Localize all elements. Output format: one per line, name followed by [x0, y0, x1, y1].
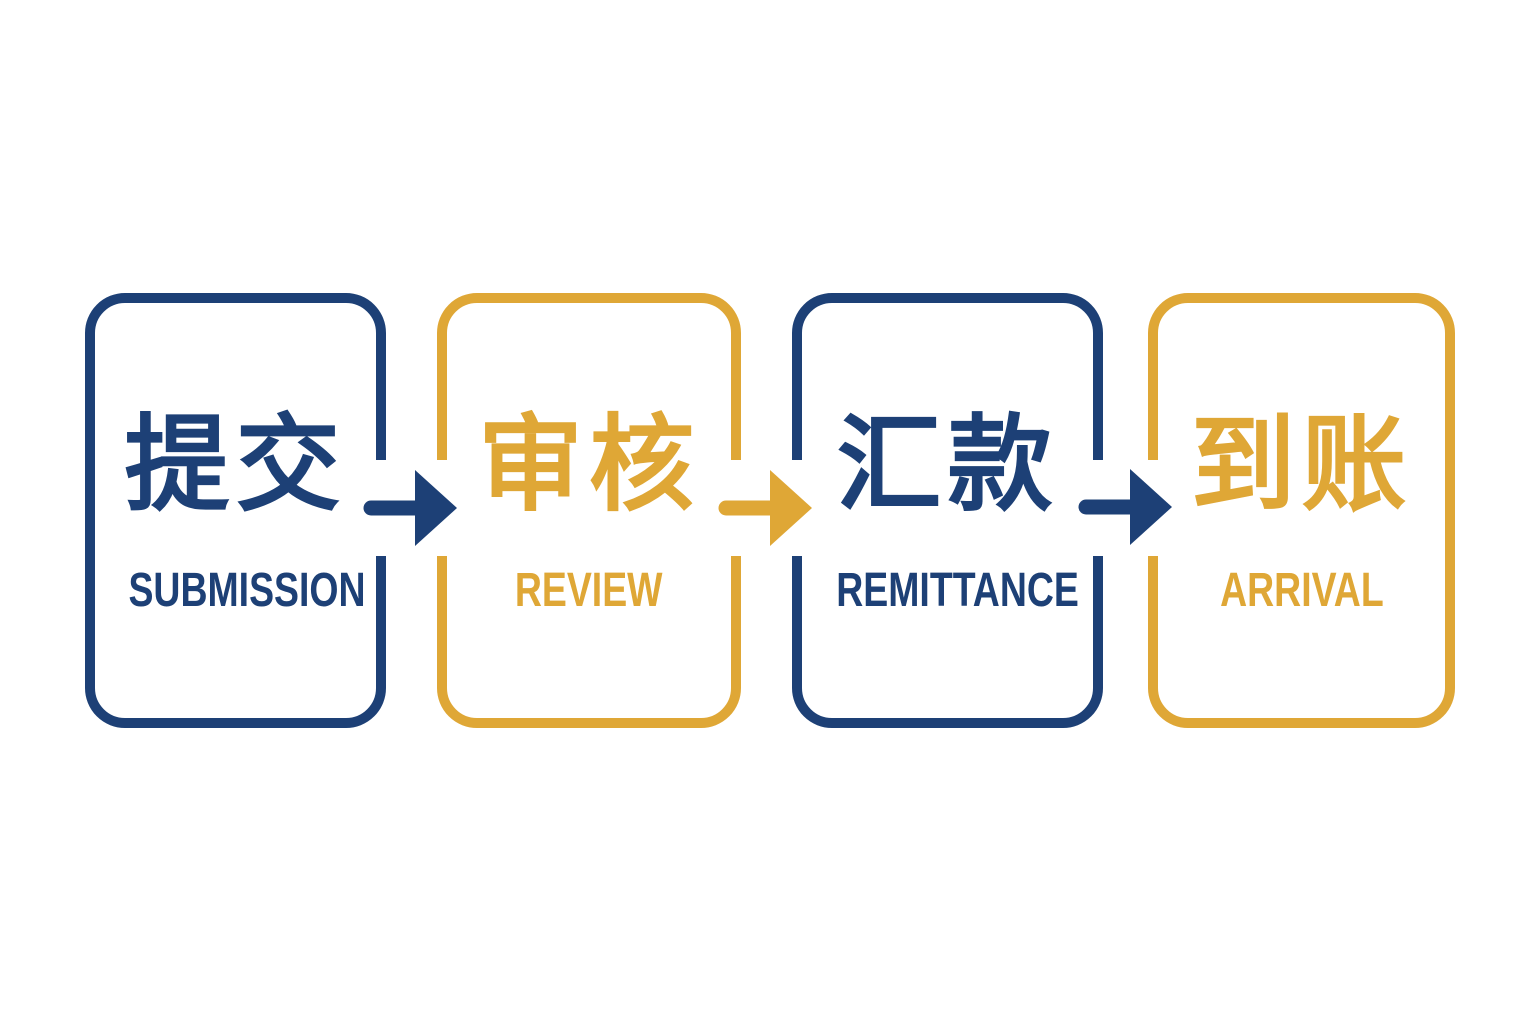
- step-title-zh-arrival: 到账: [1190, 407, 1413, 524]
- step-title-zh-review: 审核: [477, 407, 700, 524]
- border-gap-box3-left: [788, 460, 814, 556]
- step-title-en-arrival: ARRIVAL: [1158, 561, 1445, 621]
- step-box-arrival: 到账 ARRIVAL: [1148, 293, 1455, 728]
- step-title-en-review-text: REVIEW: [515, 564, 663, 617]
- step-title-en-arrival-text: ARRIVAL: [1219, 564, 1384, 617]
- step-title-en-remittance-text: REMITTANCE: [836, 564, 1079, 617]
- border-gap-box2-right: [726, 460, 752, 556]
- step-title-zh-remittance: 汇款: [836, 407, 1059, 524]
- border-gap-box3-right: [1088, 460, 1114, 556]
- step-box-remittance: 汇款 REMITTANCE: [792, 293, 1103, 728]
- step-title-en-remittance: REMITTANCE: [802, 561, 1093, 621]
- step-box-review: 审核 REVIEW: [437, 293, 741, 728]
- step-box-submission: 提交 SUBMISSION: [85, 293, 386, 728]
- border-gap-box1-right: [372, 460, 398, 556]
- step-title-en-review: REVIEW: [447, 561, 731, 621]
- step-title-en-submission-text: SUBMISSION: [128, 564, 366, 617]
- step-title-en-submission: SUBMISSION: [95, 561, 376, 621]
- border-gap-box4-left: [1144, 460, 1170, 556]
- border-gap-box2-left: [430, 460, 456, 556]
- step-title-zh-submission: 提交: [124, 407, 347, 524]
